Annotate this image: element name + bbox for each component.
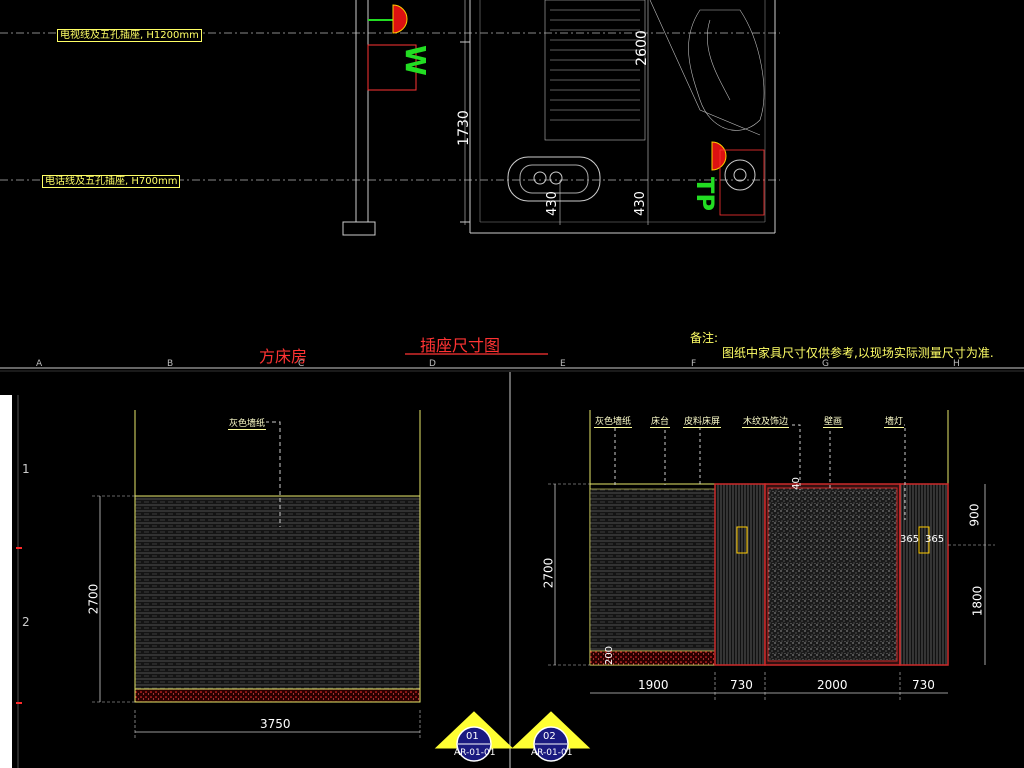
grid-number-2: 2 [22,615,30,629]
grid-letter-b: B [167,359,174,369]
elev02-dim-900: 900 [967,503,982,527]
dim-430-a: 430 [544,191,560,216]
elev02-dim-365-b: 365 [925,534,945,545]
tp-socket-symbol: TP [690,177,719,211]
grid-letter-g: G [822,359,829,369]
elevation-01 [92,410,514,762]
grid-letter-d: D [429,359,436,369]
elev02-width-730-a: 730 [730,678,753,692]
elev01-marker-ref: AR-01-01 [454,748,496,758]
section-header-lines [0,353,1024,768]
elev01-tag: 灰色墙纸 [228,419,267,430]
elev02-tag-3: 皮料床屏 [683,417,722,428]
elev02-dim-365-a: 365 [900,534,920,545]
room-name-title: 方床房 [259,347,308,366]
elev02-dim-40: 40 [790,477,802,490]
dim-1730: 1730 [455,110,472,146]
elev02-tag-6: 墙灯 [884,417,905,428]
elev02-dim-1800: 1800 [970,585,985,617]
note-label: 备注: [690,331,719,345]
grid-number-1: 1 [22,462,30,476]
elev01-dim-width: 3750 [260,717,291,731]
elev02-marker-ref: AR-01-01 [531,748,573,758]
top-plan [0,0,780,236]
note-text: 图纸中家具尺寸仅供参考,以现场实际测量尺寸为准. [722,346,994,360]
elev02-tag-2: 床台 [650,417,671,428]
tv-socket-note: 电视线及五孔插座, H1200mm [57,26,202,42]
elev02-width-1900: 1900 [638,678,669,692]
elev02-marker-number: 02 [543,731,556,742]
socket-size-title: 插座尺寸图 [420,336,501,355]
elev02-width-730-b: 730 [912,678,935,692]
elev02-tag-1: 灰色墙纸 [594,417,633,428]
dim-2600: 2600 [633,30,650,66]
grid-letter-e: E [560,359,566,369]
elev02-tag-5: 壁画 [823,417,844,428]
dim-430-b: 430 [632,191,648,216]
wall-socket-w-symbol: W [398,45,432,76]
elev01-marker-number: 01 [466,731,479,742]
elevation-02 [511,410,995,762]
elev02-width-2000: 2000 [817,678,848,692]
grid-letter-a: A [36,359,43,369]
elev01-dim-height: 2700 [86,583,101,615]
grid-letter-f: F [691,359,697,369]
elev02-tag-4: 木纹及饰边 [742,417,790,428]
grid-letter-c: C [298,359,305,369]
phone-socket-note: 电话线及五孔插座, H700mm [42,172,181,188]
grid-letter-h: H [953,359,960,369]
elev02-dim-200: 200 [604,645,616,666]
elev02-dim-height: 2700 [541,557,556,589]
